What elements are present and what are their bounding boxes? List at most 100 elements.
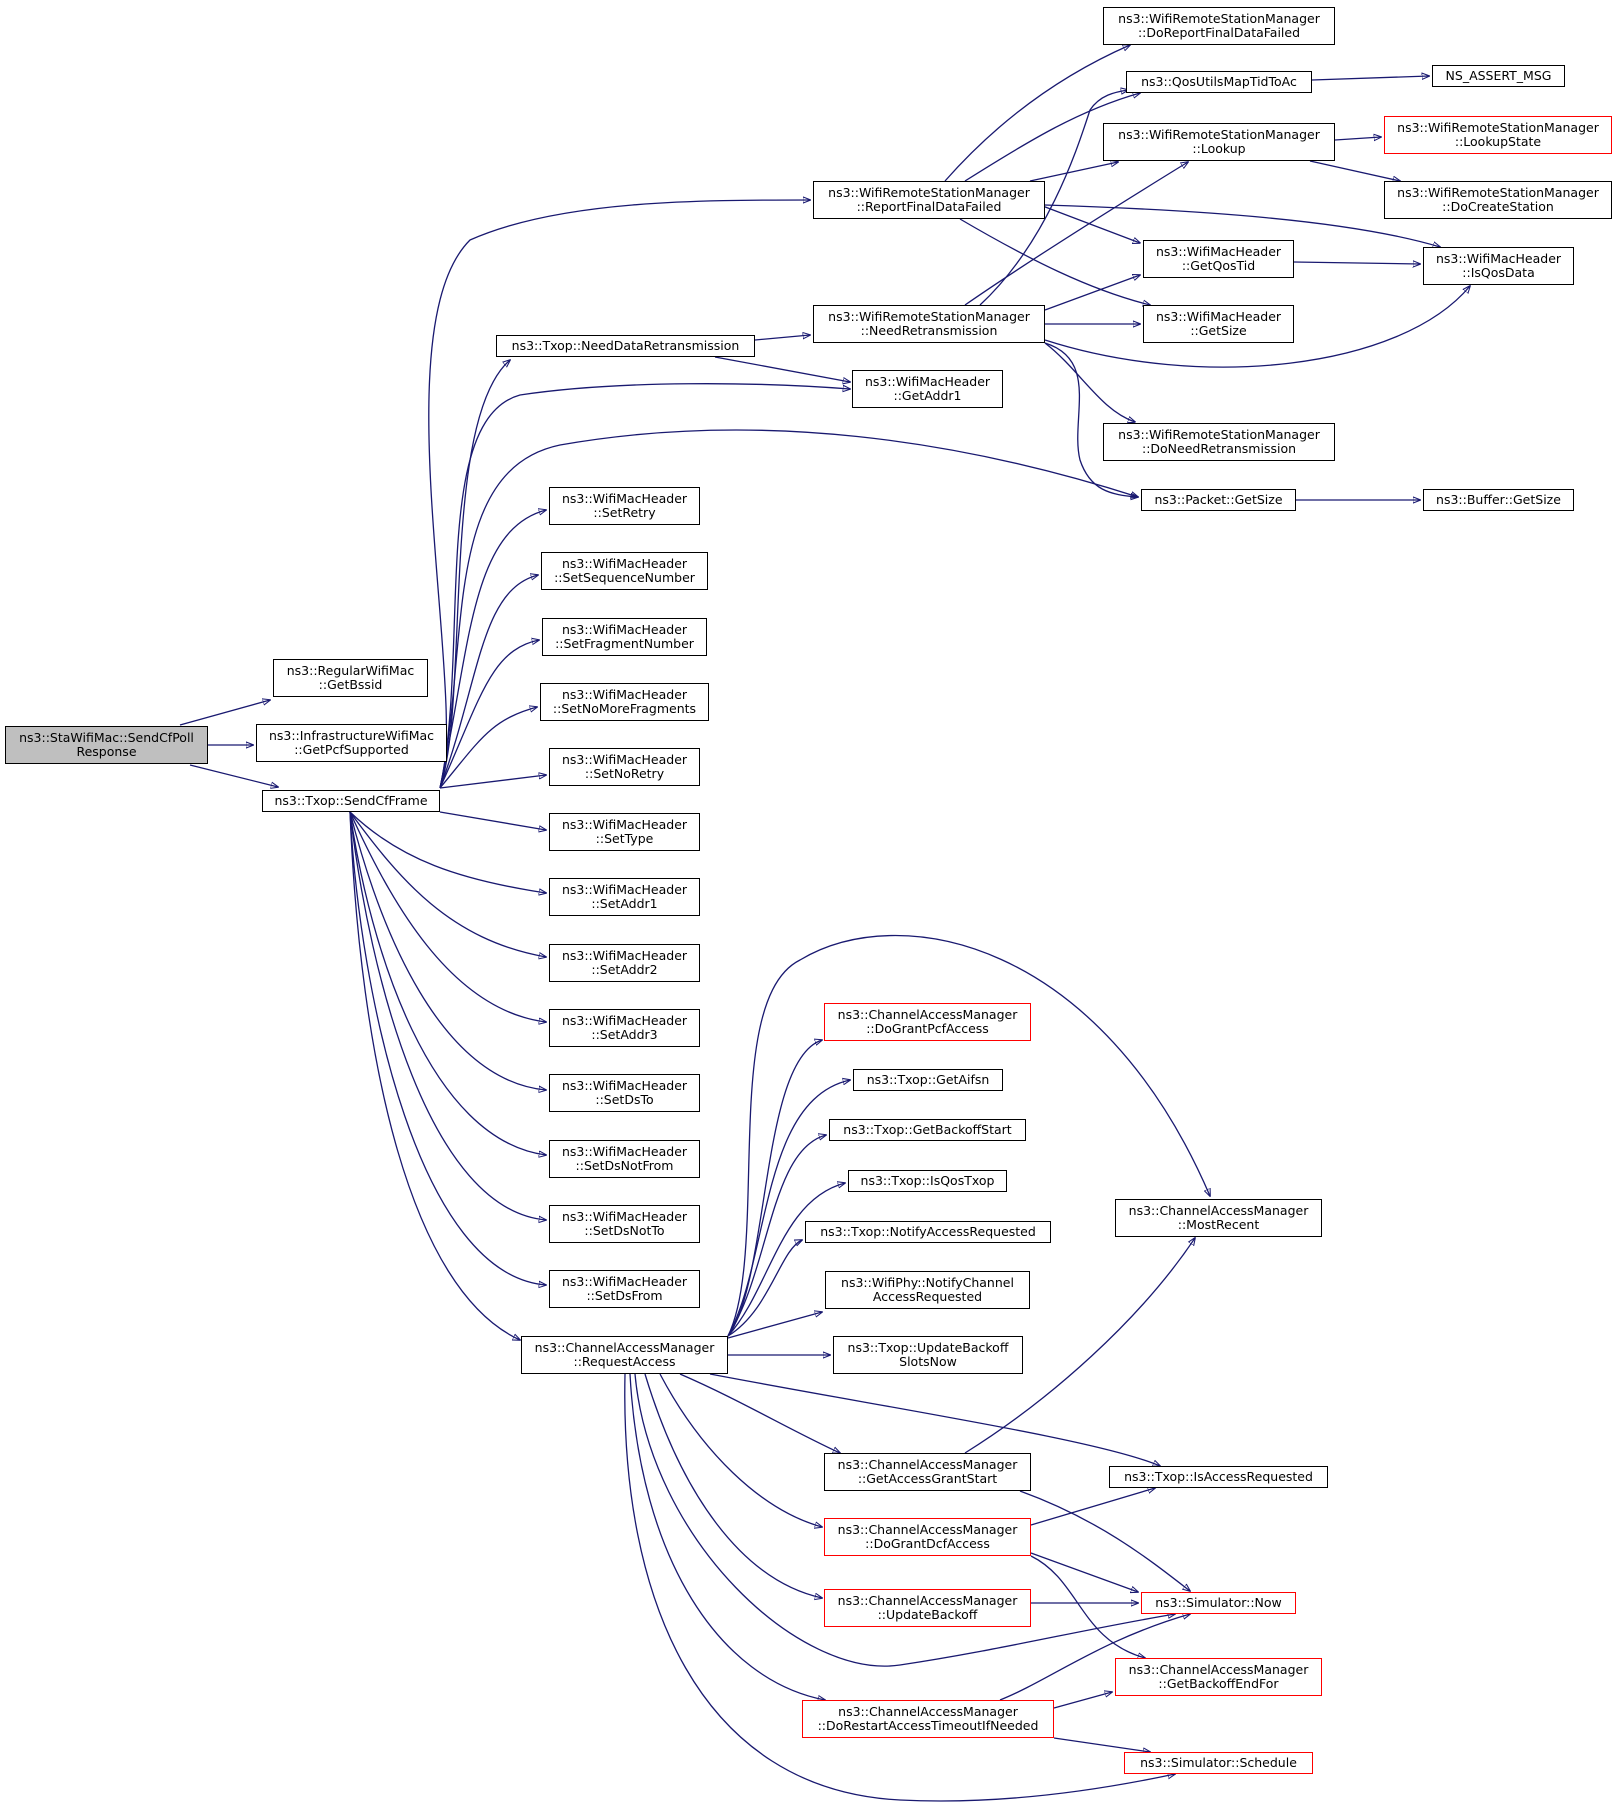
edge-sendcf-setaddr3: [349, 811, 546, 1022]
node-label-line: ::SetNoMoreFragments: [552, 701, 697, 716]
node-wifi-mac-header-get-addr1[interactable]: ns3::WifiMacHeader::GetAddr1: [852, 370, 1003, 408]
node-wifi-remote-station-manager-report-final-data-failed[interactable]: ns3::WifiRemoteStationManager::ReportFin…: [813, 181, 1045, 219]
edge-getaccessgrant-mostrecent: [964, 1238, 1195, 1454]
node-label-line: ns3::Txop::GetBackoffStart: [843, 1122, 1012, 1137]
node-txop-send-cf-frame[interactable]: ns3::Txop::SendCfFrame: [262, 790, 440, 812]
node-wifi-remote-station-manager-lookup-state[interactable]: ns3::WifiRemoteStationManager::LookupSta…: [1384, 116, 1612, 154]
node-simulator-now[interactable]: ns3::Simulator::Now: [1141, 1592, 1296, 1614]
node-label-line: ns3::Simulator::Now: [1155, 1595, 1282, 1610]
node-wifi-mac-header-set-sequence-number[interactable]: ns3::WifiMacHeader::SetSequenceNumber: [541, 552, 708, 590]
edge-dograntdcf-getbackoffend: [1030, 1555, 1145, 1658]
node-label-line: ns3::WifiMacHeader: [561, 1209, 688, 1224]
node-buffer-get-size[interactable]: ns3::Buffer::GetSize: [1423, 489, 1574, 511]
node-label-line: ::LookupState: [1454, 134, 1542, 149]
node-label-line: ns3::Txop::NeedDataRetransmission: [511, 338, 740, 353]
node-wifi-mac-header-get-qos-tid[interactable]: ns3::WifiMacHeader::GetQosTid: [1143, 240, 1294, 278]
node-channel-access-manager-get-access-grant-start[interactable]: ns3::ChannelAccessManager::GetAccessGran…: [824, 1453, 1031, 1491]
edge-reportfinal-doreportfinal: [944, 45, 1130, 182]
node-label-line: ::IsQosData: [1462, 265, 1535, 280]
node-simulator-schedule[interactable]: ns3::Simulator::Schedule: [1124, 1752, 1313, 1774]
node-label-line: ns3::WifiRemoteStationManager: [1397, 120, 1599, 135]
edge-requestaccess-updatebackoff: [644, 1373, 822, 1598]
node-label-line: ::DoGrantDcfAccess: [865, 1536, 990, 1551]
node-infrastructure-wifi-mac-get-pcf-supported[interactable]: ns3::InfrastructureWifiMac::GetPcfSuppor…: [256, 724, 447, 762]
node-wifi-mac-header-set-ds-not-from[interactable]: ns3::WifiMacHeader::SetDsNotFrom: [549, 1140, 700, 1178]
edge-dorestart-simnow: [999, 1614, 1190, 1701]
node-label-line: ns3::ChannelAccessManager: [837, 1007, 1018, 1022]
edge-requestaccess-isaccessreq: [709, 1373, 1160, 1466]
node-label-line: ns3::WifiRemoteStationManager: [1397, 185, 1599, 200]
node-label-line: ::SetRetry: [593, 505, 656, 520]
node-label-line: ns3::WifiMacHeader: [561, 752, 688, 767]
node-label-line: ::GetAddr1: [893, 388, 962, 403]
edge-root-sendcf: [189, 764, 278, 787]
node-ns-assert-msg[interactable]: NS_ASSERT_MSG: [1432, 65, 1565, 87]
node-wifi-remote-station-manager-do-create-station[interactable]: ns3::WifiRemoteStationManager::DoCreateS…: [1384, 181, 1612, 219]
edge-needdata-needretrans: [754, 335, 810, 341]
node-txop-get-aifsn[interactable]: ns3::Txop::GetAifsn: [853, 1069, 1003, 1091]
node-label-line: ::GetBssid: [318, 677, 383, 692]
node-packet-get-size[interactable]: ns3::Packet::GetSize: [1141, 489, 1296, 511]
node-label-line: ::RequestAccess: [573, 1354, 676, 1369]
node-label-line: ns3::WifiMacHeader: [561, 622, 688, 637]
node-wifi-mac-header-set-ds-from[interactable]: ns3::WifiMacHeader::SetDsFrom: [549, 1270, 700, 1308]
node-wifi-remote-station-manager-lookup[interactable]: ns3::WifiRemoteStationManager::Lookup: [1103, 123, 1335, 161]
node-label-line: ns3::ChannelAccessManager: [837, 1593, 1018, 1608]
node-channel-access-manager-most-recent[interactable]: ns3::ChannelAccessManager::MostRecent: [1115, 1199, 1322, 1237]
node-label-line: ns3::WifiMacHeader: [561, 948, 688, 963]
node-label-line: AccessRequested: [872, 1289, 983, 1304]
node-channel-access-manager-update-backoff[interactable]: ns3::ChannelAccessManager::UpdateBackoff: [824, 1589, 1031, 1627]
node-label-line: ns3::ChannelAccessManager: [837, 1522, 1018, 1537]
node-label-line: ::SetDsNotFrom: [575, 1158, 674, 1173]
node-channel-access-manager-do-grant-dcf-access[interactable]: ns3::ChannelAccessManager::DoGrantDcfAcc…: [824, 1518, 1031, 1556]
node-wifi-mac-header-set-addr3[interactable]: ns3::WifiMacHeader::SetAddr3: [549, 1009, 700, 1047]
node-wifi-mac-header-set-no-retry[interactable]: ns3::WifiMacHeader::SetNoRetry: [549, 748, 700, 786]
node-label-line: ns3::WifiMacHeader: [561, 556, 688, 571]
node-wifi-mac-header-set-addr1[interactable]: ns3::WifiMacHeader::SetAddr1: [549, 878, 700, 916]
node-label-line: ns3::Buffer::GetSize: [1436, 492, 1561, 507]
node-channel-access-manager-request-access[interactable]: ns3::ChannelAccessManager::RequestAccess: [521, 1336, 728, 1374]
node-wifi-remote-station-manager-need-retransmission[interactable]: ns3::WifiRemoteStationManager::NeedRetra…: [813, 305, 1045, 343]
edge-sendcf-setdsto: [349, 811, 546, 1090]
edge-reportfinal-hdrgetsize: [959, 218, 1150, 305]
node-label-line: ns3::ChannelAccessManager: [534, 1340, 715, 1355]
node-txop-get-backoff-start[interactable]: ns3::Txop::GetBackoffStart: [829, 1119, 1026, 1141]
node-label-line: ::SetType: [595, 831, 654, 846]
node-label-line: Response: [76, 744, 137, 759]
edge-getaccessgrant-simnow: [1019, 1490, 1190, 1591]
node-wifi-mac-header-get-size[interactable]: ns3::WifiMacHeader::GetSize: [1143, 305, 1294, 343]
node-wifi-mac-header-set-fragment-number[interactable]: ns3::WifiMacHeader::SetFragmentNumber: [542, 618, 707, 656]
node-label-line: ns3::WifiMacHeader: [561, 1144, 688, 1159]
node-label-line: ::DoReportFinalDataFailed: [1137, 25, 1301, 40]
edge-requestaccess-simnow: [634, 1373, 1175, 1667]
node-qos-utils-map-tid-to-ac[interactable]: ns3::QosUtilsMapTidToAc: [1126, 71, 1312, 93]
node-wifi-mac-header-is-qos-data[interactable]: ns3::WifiMacHeader::IsQosData: [1423, 247, 1574, 285]
edge-requestaccess-isqostxop: [727, 1183, 845, 1337]
edge-needdata-getaddr1: [714, 356, 850, 382]
edge-requestaccess-simschedule: [624, 1373, 1175, 1802]
node-wifi-remote-station-manager-do-need-retransmission[interactable]: ns3::WifiRemoteStationManager::DoNeedRet…: [1103, 423, 1335, 461]
node-txop-is-qos-txop[interactable]: ns3::Txop::IsQosTxop: [848, 1170, 1007, 1192]
node-wifi-mac-header-set-no-more-fragments[interactable]: ns3::WifiMacHeader::SetNoMoreFragments: [540, 683, 709, 721]
node-label-line: ::MostRecent: [1177, 1217, 1260, 1232]
node-regular-wifi-mac-get-bssid[interactable]: ns3::RegularWifiMac::GetBssid: [273, 659, 428, 697]
node-txop-is-access-requested[interactable]: ns3::Txop::IsAccessRequested: [1109, 1466, 1328, 1488]
node-txop-notify-access-requested[interactable]: ns3::Txop::NotifyAccessRequested: [805, 1221, 1051, 1243]
node-label-line: ns3::WifiRemoteStationManager: [1118, 127, 1320, 142]
node-wifi-mac-header-set-type[interactable]: ns3::WifiMacHeader::SetType: [549, 813, 700, 851]
node-wifi-remote-station-manager-do-report-final-data-failed[interactable]: ns3::WifiRemoteStationManager::DoReportF…: [1103, 7, 1335, 45]
node-channel-access-manager-do-restart-access-timeout-if-needed[interactable]: ns3::ChannelAccessManager::DoRestartAcce…: [802, 1700, 1054, 1738]
node-label-line: ns3::WifiMacHeader: [561, 882, 688, 897]
node-label-line: ns3::WifiPhy::NotifyChannel: [841, 1275, 1014, 1290]
node-wifi-mac-header-set-ds-not-to[interactable]: ns3::WifiMacHeader::SetDsNotTo: [549, 1205, 700, 1243]
node-channel-access-manager-get-backoff-end-for[interactable]: ns3::ChannelAccessManager::GetBackoffEnd…: [1115, 1658, 1322, 1696]
node-wifi-mac-header-set-retry[interactable]: ns3::WifiMacHeader::SetRetry: [549, 487, 700, 525]
node-wifi-mac-header-set-ds-to[interactable]: ns3::WifiMacHeader::SetDsTo: [549, 1074, 700, 1112]
node-channel-access-manager-do-grant-pcf-access[interactable]: ns3::ChannelAccessManager::DoGrantPcfAcc…: [824, 1003, 1031, 1041]
node-label-line: ns3::WifiRemoteStationManager: [828, 309, 1030, 324]
node-txop-need-data-retransmission[interactable]: ns3::Txop::NeedDataRetransmission: [496, 335, 755, 357]
node-wifi-mac-header-set-addr2[interactable]: ns3::WifiMacHeader::SetAddr2: [549, 944, 700, 982]
